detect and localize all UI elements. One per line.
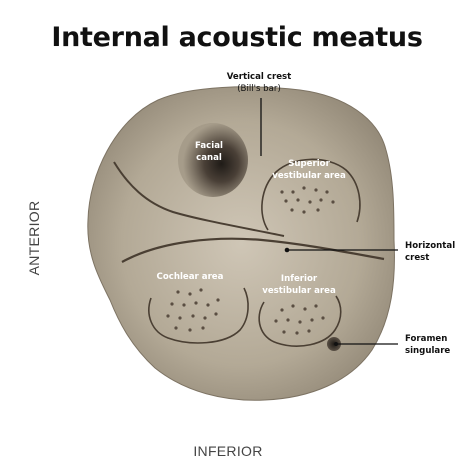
facial-canal [178, 123, 248, 197]
foramen-singulare-marker [334, 342, 338, 346]
inferior-vestibular-boundary [258, 295, 342, 347]
superior-vestibular-label: Superior [288, 159, 330, 169]
anterior-orientation-label: ANTERIOR [26, 201, 42, 276]
superior-vestibular-dots [280, 186, 335, 214]
inferior-vestibular-dots [274, 304, 325, 335]
horizontal-crest-ridge [121, 237, 385, 263]
facial-canal-label: Facial [195, 141, 223, 151]
cochlear-boundary [148, 287, 249, 344]
foramen-singulare-label-2: singulare [405, 346, 450, 356]
foramen-singulare-label: Foramen [405, 334, 447, 344]
facial-ridge [113, 161, 285, 237]
facial-canal-label-2: canal [196, 153, 222, 163]
vertical-crest-sublabel: (Bill's bar) [237, 84, 281, 94]
inferior-vestibular-label-2: vestibular area [262, 286, 336, 296]
cochlear-area-label: Cochlear area [157, 272, 224, 282]
diagram-title: Internal acoustic meatus [51, 22, 423, 53]
horizontal-crest-label: Horizontal [405, 241, 455, 251]
vertical-crest-label: Vertical crest [227, 72, 292, 82]
meatus-outline [87, 86, 395, 401]
inferior-orientation-label: INFERIOR [193, 443, 262, 459]
inferior-vestibular-label: Inferior [281, 274, 318, 284]
horizontal-crest-label-2: crest [405, 253, 429, 263]
cochlear-dots [166, 288, 220, 332]
horizontal-crest-marker [284, 247, 290, 253]
superior-vestibular-label-2: vestibular area [272, 171, 346, 181]
superior-vestibular-boundary [261, 158, 361, 231]
